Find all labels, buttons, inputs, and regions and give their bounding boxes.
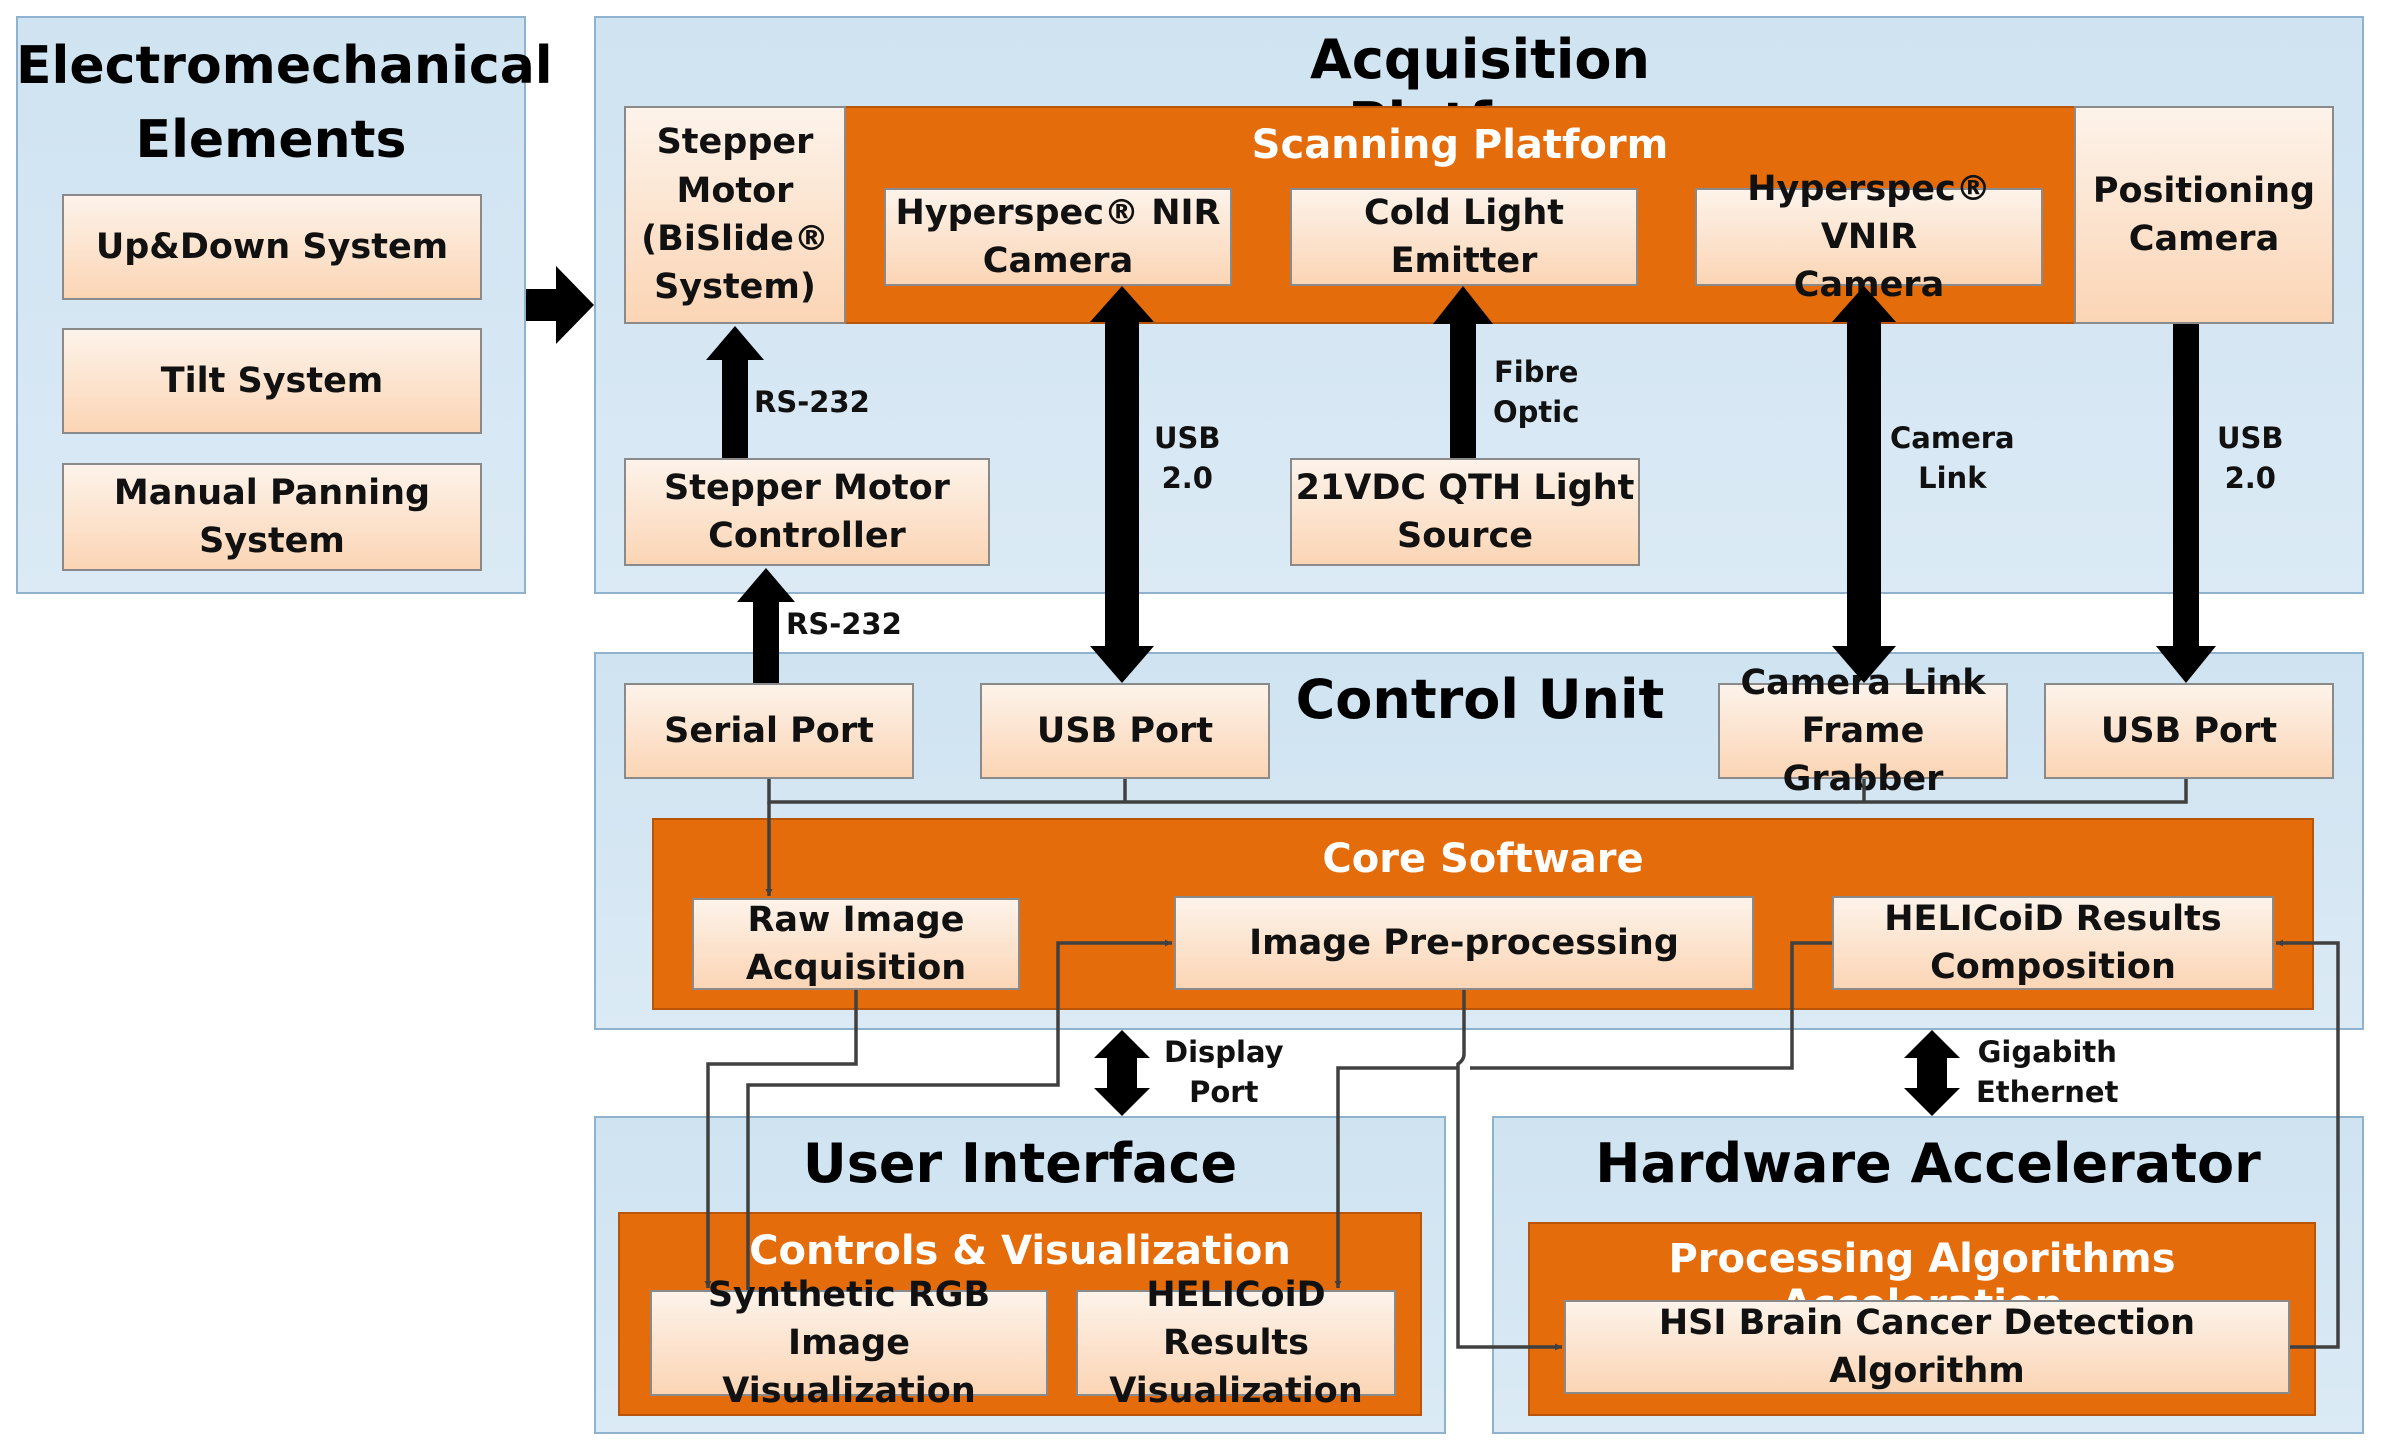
core-software-title: Core Software bbox=[1322, 836, 1644, 882]
stepper-motor-controller-box: Stepper Motor Controller bbox=[624, 458, 990, 566]
usb-positioning-label: USB 2.0 bbox=[2217, 421, 2284, 496]
detection-to-composition bbox=[2276, 939, 2340, 1349]
usb-nir-label: USB 2.0 bbox=[1154, 421, 1221, 496]
tilt-system-box: Tilt System bbox=[62, 328, 482, 434]
electromechanical-title: Electromechanical Elements bbox=[16, 36, 553, 170]
manual-panning-system-box: Manual Panning System bbox=[62, 463, 482, 571]
camera-link-label: Camera Link bbox=[1890, 421, 2015, 496]
display-port-label: Display Port bbox=[1164, 1035, 1284, 1110]
fibre-optic-label: Fibre Optic bbox=[1493, 355, 1580, 430]
usb-nir-double-arrow bbox=[1090, 286, 1154, 683]
cold-light-emitter-box: Cold Light Emitter bbox=[1290, 188, 1638, 286]
light-source-box: 21VDC QTH Light Source bbox=[1290, 458, 1640, 566]
raw-acquisition-to-rgb-visualization bbox=[704, 990, 858, 1288]
rs232-lower-arrow bbox=[737, 568, 795, 683]
helicoid-results-composition-box: HELICoiD Results Composition bbox=[1832, 896, 2274, 990]
rgb-visualization-to-preprocessing bbox=[746, 939, 1172, 1290]
display-port-double-arrow bbox=[1094, 1030, 1150, 1116]
user-interface-title: User Interface bbox=[802, 1132, 1238, 1195]
positioning-camera-box: Positioning Camera bbox=[2074, 106, 2334, 324]
serial-port-box: Serial Port bbox=[624, 683, 914, 779]
controls-visualization-title: Controls & Visualization bbox=[749, 1228, 1291, 1274]
hsi-brain-cancer-detection-box: HSI Brain Cancer Detection Algorithm bbox=[1564, 1300, 2290, 1394]
fibre-optic-arrow bbox=[1433, 286, 1493, 458]
rs232-upper-arrow bbox=[706, 326, 764, 458]
image-preprocessing-box: Image Pre-processing bbox=[1174, 896, 1754, 990]
composition-to-results-visualization bbox=[1338, 941, 1832, 1288]
up-down-system-box: Up&Down System bbox=[62, 194, 482, 300]
electromechanical-to-acquisition-arrow bbox=[526, 266, 594, 344]
gigabit-ethernet-label: Gigabith Ethernet bbox=[1976, 1035, 2119, 1110]
stepper-motor-box: Stepper Motor (BiSlide® System) bbox=[624, 106, 846, 324]
port-bus-line bbox=[767, 779, 2188, 804]
nir-camera-box: Hyperspec® NIR Camera bbox=[884, 188, 1232, 286]
usb-port-box-2: USB Port bbox=[2044, 683, 2334, 779]
scanning-platform-title: Scanning Platform bbox=[1251, 122, 1669, 168]
rs232-lower-label: RS-232 bbox=[786, 607, 902, 641]
control-unit-title: Control Unit bbox=[1295, 668, 1665, 731]
raw-image-acquisition-box: Raw Image Acquisition bbox=[692, 898, 1020, 990]
usb-positioning-arrow bbox=[2156, 324, 2216, 683]
usb-port-box-1: USB Port bbox=[980, 683, 1270, 779]
camera-link-double-arrow bbox=[1832, 286, 1896, 683]
gigabit-ethernet-double-arrow bbox=[1904, 1030, 1960, 1116]
rs232-upper-label: RS-232 bbox=[754, 385, 870, 419]
hardware-accelerator-title: Hardware Accelerator bbox=[1595, 1132, 2261, 1195]
preprocessing-to-detection bbox=[1456, 990, 1562, 1351]
